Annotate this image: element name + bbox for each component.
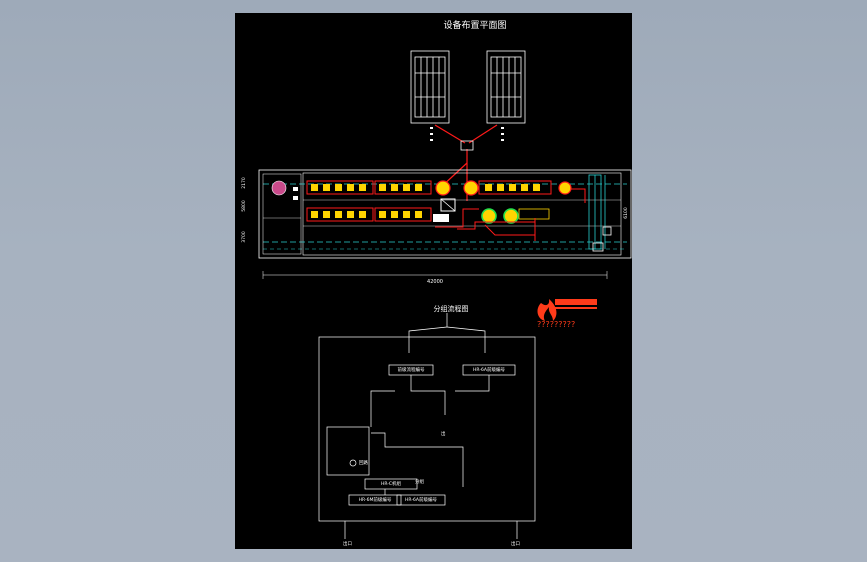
tank-icon — [271, 180, 287, 196]
flow-box-bottom-left: HR-6M前级编号 — [359, 496, 392, 503]
equipment-row-top — [306, 180, 572, 196]
machine-labels — [430, 127, 504, 141]
dimension-right: 6100 — [623, 207, 629, 219]
equipment-row-bottom — [306, 198, 550, 224]
flow-exit-mid: 出 — [441, 430, 446, 437]
flow-exit-bottom-left: 出口 — [343, 540, 352, 547]
flow-box-bottom-right: HR-6A前级编号 — [405, 496, 437, 503]
pipe-runs — [435, 188, 586, 241]
cad-canvas: 设备布置平面图 — [241, 19, 632, 547]
flowchart-title: 分组流程图 — [434, 304, 469, 313]
flow-node-label-group: 分组 — [415, 478, 424, 485]
flow-node — [349, 459, 357, 467]
flow-box-right-top: HR-6A前级编号 — [473, 366, 505, 373]
logo-text: ????????? — [537, 320, 575, 329]
company-logo: ????????? — [537, 299, 597, 329]
dimension-total: 42000 — [427, 279, 443, 285]
flow-node-label: 回路 — [359, 459, 368, 466]
dimension-left-bottom: 3700 — [241, 231, 247, 243]
flow-box-left-top: 前级流程编号 — [398, 366, 425, 373]
flow-exit-bottom-right: 出口 — [511, 540, 520, 547]
dimension-left-mid: 5800 — [241, 200, 247, 212]
flow-box-mid-left: HR-C机组 — [381, 480, 402, 487]
dimension-left-top: 2170 — [241, 177, 247, 189]
machine-left — [410, 50, 450, 124]
drawing-title: 设备布置平面图 — [443, 19, 506, 31]
right-structure — [588, 174, 606, 250]
junction-box — [460, 140, 474, 151]
machine-right — [486, 50, 526, 124]
flowchart — [318, 313, 536, 539]
plan-view — [258, 169, 632, 279]
drawing-sheet: 设备布置平面图 — [235, 13, 632, 549]
